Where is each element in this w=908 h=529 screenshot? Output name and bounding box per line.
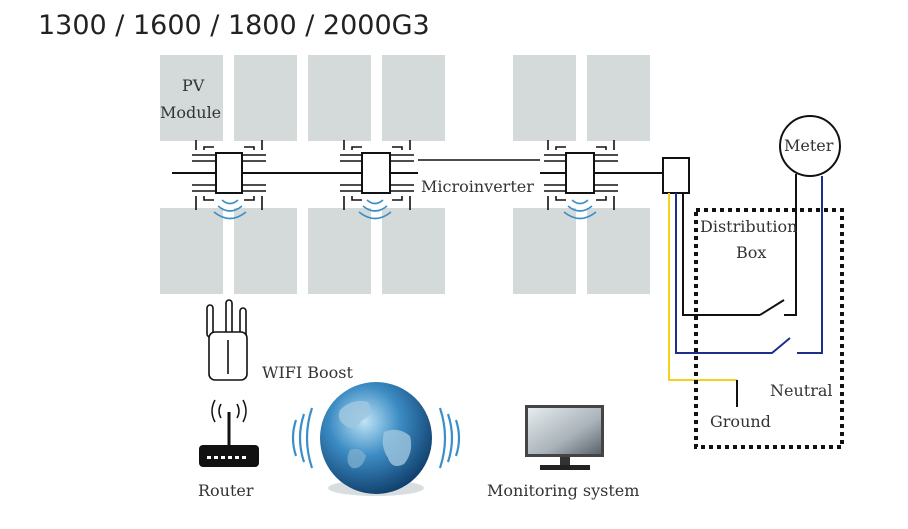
microinverter-1: [192, 140, 266, 210]
microinverter-3: [544, 140, 618, 210]
junction-box: [662, 157, 690, 194]
meter-wiring: [736, 174, 823, 407]
ground-label: Ground: [710, 412, 771, 431]
pv-panel: [160, 208, 223, 294]
router-icon: [199, 399, 259, 467]
microinverter-2: [340, 140, 414, 210]
wifi-signal-icon: [213, 199, 597, 220]
distribution-box-label-line2: Box: [736, 243, 767, 262]
meter-icon: [779, 115, 841, 177]
monitoring-system-label: Monitoring system: [487, 481, 640, 500]
pv-panel: [382, 208, 445, 294]
wifi-signal-icon: [291, 407, 314, 469]
pv-panel: [308, 55, 371, 141]
pv-panel: [513, 55, 576, 141]
wifi-boost-icon: [206, 299, 248, 381]
distribution-box: [694, 208, 844, 449]
pv-panel: [160, 55, 223, 141]
wifi-signal-icon: [438, 407, 461, 469]
pv-module-label-line2: Module: [160, 103, 222, 122]
pv-panel: [587, 55, 650, 141]
pv-panel: [382, 55, 445, 141]
distribution-box-label-line1: Distribution: [700, 217, 798, 236]
pv-panel-group-3: [513, 55, 650, 294]
globe-icon: [320, 382, 432, 496]
router-label: Router: [198, 481, 254, 500]
neutral-label: Neutral: [770, 381, 833, 400]
microinverter-label: Microinverter: [421, 177, 534, 196]
monitor-icon: [525, 405, 604, 470]
pv-panel: [513, 208, 576, 294]
ac-output-wiring: [668, 193, 760, 381]
wifi-boost-label: WIFI Boost: [262, 363, 353, 382]
pv-panel: [308, 208, 371, 294]
pv-panel-group-2: [308, 55, 445, 294]
meter-label: Meter: [784, 136, 834, 155]
pv-panel: [587, 208, 650, 294]
page-title: 1300 / 1600 / 1800 / 2000G3: [38, 10, 430, 41]
pv-panel: [234, 55, 297, 141]
pv-panel: [234, 208, 297, 294]
pv-panel-group-1: [160, 55, 297, 294]
pv-module-label-line1: PV: [182, 76, 205, 95]
